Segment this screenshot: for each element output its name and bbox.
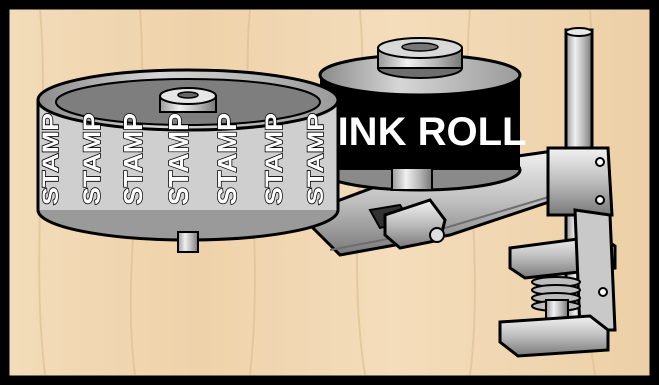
stamp-face-label: STAMP [163, 113, 194, 205]
stamp-face-label: STAMP [79, 113, 106, 205]
stamp-face-label: STAMP [303, 113, 328, 205]
stamp-face-label: STAMP [118, 113, 148, 205]
ink-roll-label: INK ROLL [338, 110, 527, 154]
stamp-face-label: STAMP [261, 113, 288, 205]
stamp-faces: STAMP STAMP STAMP STAMP STAMP STAMP STAMP [38, 113, 328, 205]
ink-roll: INK ROLL [320, 38, 526, 190]
stamp-face-label: STAMP [212, 113, 242, 205]
stamp-face-label: STAMP [38, 113, 63, 205]
